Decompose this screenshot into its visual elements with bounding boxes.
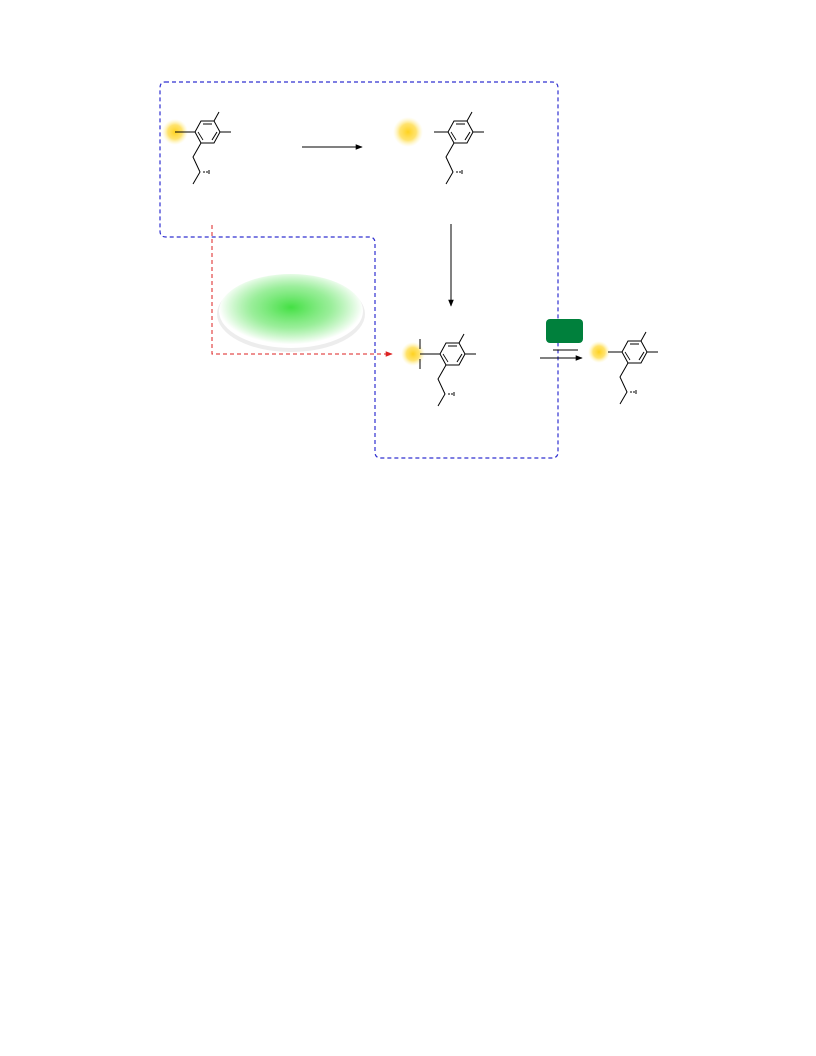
arrow-step-3	[540, 349, 583, 361]
glow-substituent-icon	[401, 342, 425, 366]
intermediate-bottom	[401, 333, 477, 407]
glow-substituent-icon	[393, 117, 423, 147]
catalyst-ellipse	[217, 274, 365, 352]
product	[588, 331, 659, 405]
blue-dashed-boundary	[159, 81, 559, 459]
arrow-shortcut	[211, 225, 393, 357]
reagent-badge	[546, 319, 583, 343]
intermediate-top-right	[393, 111, 485, 185]
starting-material	[162, 111, 232, 185]
glow-substituent-icon	[588, 341, 610, 363]
